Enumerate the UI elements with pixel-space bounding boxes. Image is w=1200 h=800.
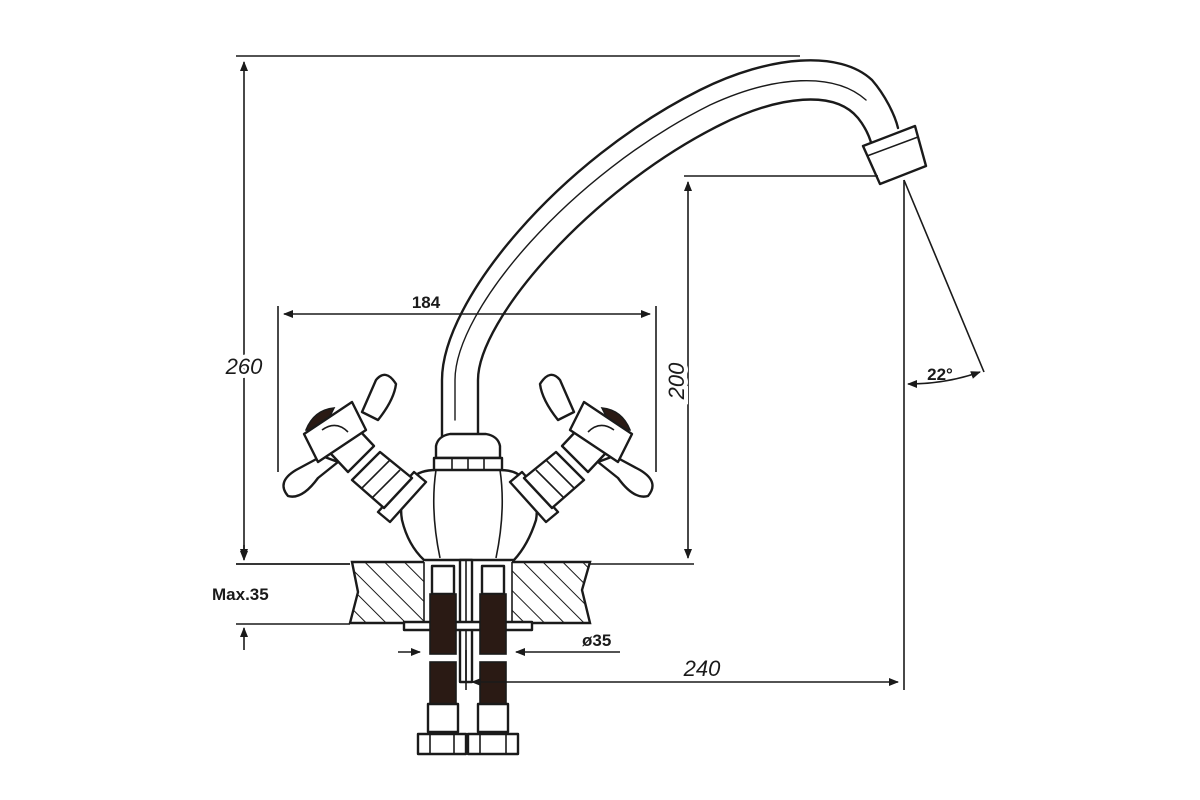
right-handle-cross <box>538 373 654 498</box>
spout-reach-label: 240 <box>683 656 721 681</box>
dimension-swivel-angle: 22° <box>903 179 985 388</box>
dimension-handle-span: 184 <box>277 293 657 472</box>
faucet-body <box>399 468 538 562</box>
dimension-total-height: 260 <box>221 55 800 565</box>
mounting-hoses <box>402 558 534 756</box>
left-handle-cross <box>282 373 398 498</box>
aerator <box>861 124 928 186</box>
dimension-spout-height: 200 <box>590 175 878 565</box>
spout-height-label: 200 <box>664 362 689 400</box>
dimension-mounting-hole: ø35 <box>398 631 620 656</box>
spout-nut <box>432 432 504 475</box>
dimension-spout-reach: 240 <box>465 180 905 690</box>
total-height-label: 260 <box>225 354 263 379</box>
swivel-angle-label: 22° <box>927 365 953 384</box>
handle-span-label: 184 <box>412 293 441 312</box>
dimension-counter-thickness: Max.35 <box>212 545 350 650</box>
counter-thickness-label: Max.35 <box>212 585 269 604</box>
mounting-hole-label: ø35 <box>582 631 611 650</box>
